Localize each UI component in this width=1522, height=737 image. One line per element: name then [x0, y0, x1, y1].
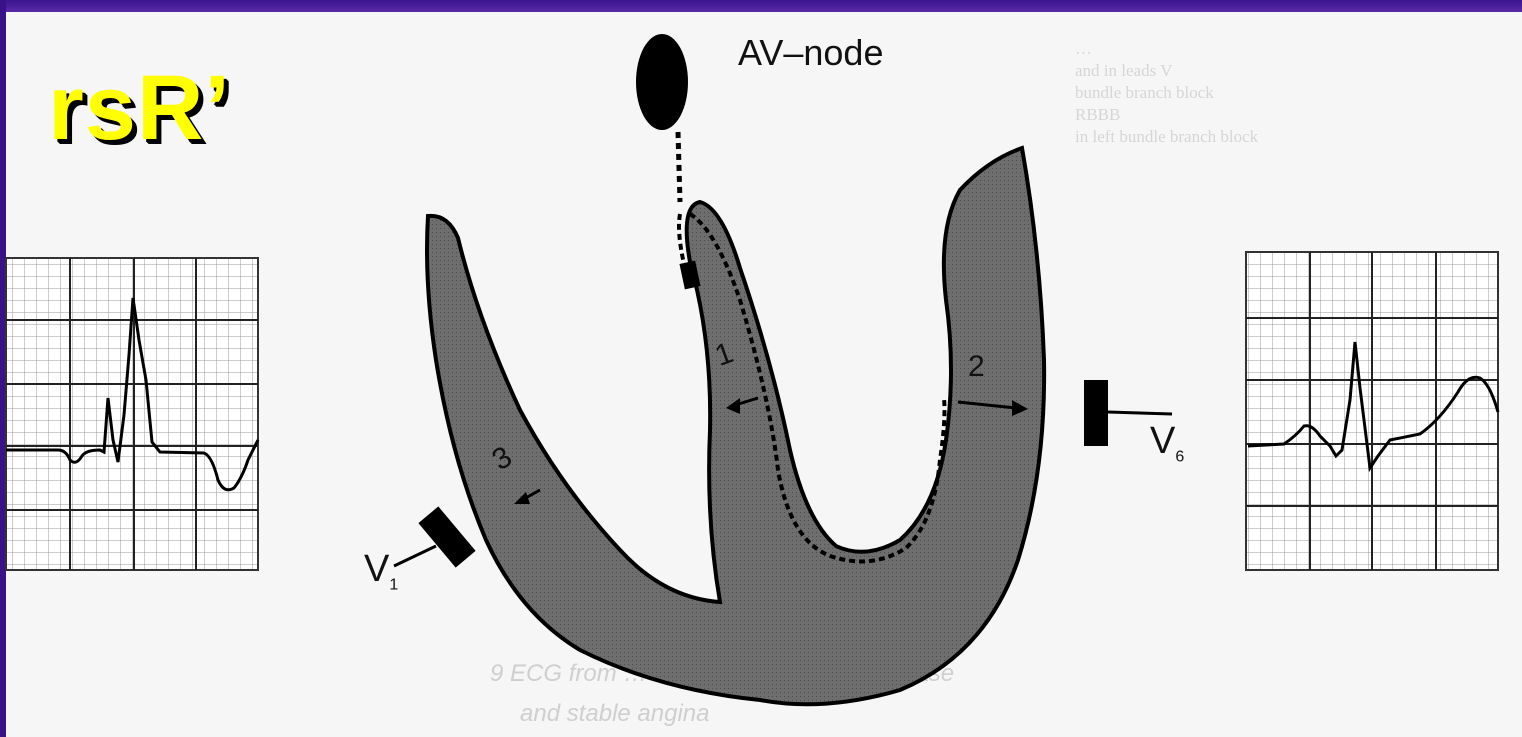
electrode-v1	[393, 506, 476, 568]
background-text-right: … and in leads V bundle branch block RBB…	[1075, 39, 1259, 146]
ecg-strip-right	[1245, 251, 1500, 571]
slide-frame-top	[0, 0, 1522, 12]
background-caption-2: and stable angina	[520, 700, 710, 727]
lead-v1-subscript: 1	[389, 576, 399, 594]
av-node-label: AV–node	[738, 32, 884, 73]
lead-v6-label: V6	[1150, 420, 1184, 467]
slide-title: rsR’	[48, 57, 231, 159]
ecg-strip-left	[5, 257, 260, 571]
slide-frame-left	[0, 0, 6, 737]
lead-v1-label: V1	[364, 548, 398, 595]
ventricle-diagram	[425, 34, 1047, 707]
lead-v6-subscript: 6	[1175, 448, 1185, 466]
electrode-v6	[1084, 380, 1173, 446]
step-2-label: 2	[968, 350, 985, 383]
lead-v6-letter: V	[1150, 420, 1176, 462]
lead-v1-letter: V	[364, 548, 390, 590]
